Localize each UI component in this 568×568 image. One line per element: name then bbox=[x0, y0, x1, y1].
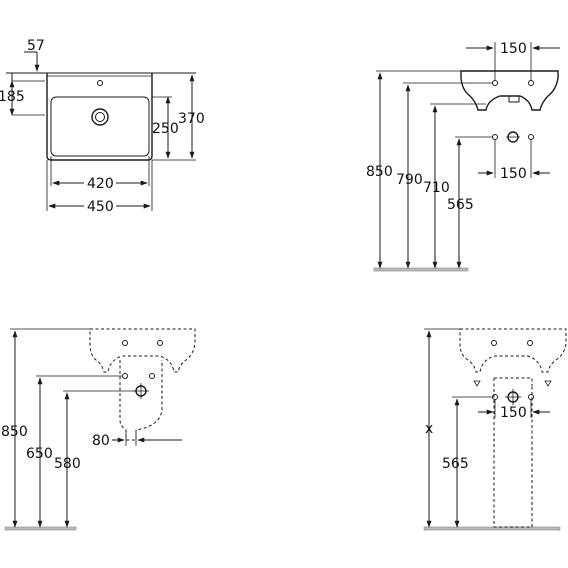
fixing-hole-left bbox=[492, 80, 498, 86]
fixing-hole-right bbox=[527, 340, 533, 346]
supply-point-right bbox=[149, 373, 155, 379]
dim-supply-height-label: 565 bbox=[442, 456, 469, 472]
top-view: 57 185 250 370 420 450 bbox=[0, 38, 205, 215]
arrow-down-icon bbox=[473, 380, 481, 387]
floor-line bbox=[373, 267, 469, 272]
fixing-hole-left bbox=[122, 340, 128, 346]
fixing-hole-right bbox=[528, 80, 534, 86]
front-view: 150 850 790 710 565 150 bbox=[366, 41, 560, 272]
floor-line bbox=[423, 526, 561, 531]
basin-front-outline bbox=[460, 70, 559, 111]
dim-rim-height-label: 850 bbox=[1, 424, 28, 440]
side-view: 850 650 580 80 bbox=[1, 328, 196, 531]
dim-fixing-height-label: 790 bbox=[396, 172, 423, 188]
dim-bowl-depth-label: 250 bbox=[152, 121, 179, 137]
dim-supply-height-label: 565 bbox=[447, 197, 474, 213]
bowl-outline bbox=[50, 96, 150, 157]
pedestal-top-outline bbox=[494, 377, 533, 386]
dim-supply-spacing-label: 150 bbox=[500, 405, 527, 421]
dim-rim-height-label: 850 bbox=[366, 164, 393, 180]
dim-variable-height-label: x bbox=[425, 421, 433, 437]
pedestal-outline bbox=[493, 378, 533, 528]
dim-fixing-spacing-label: 150 bbox=[500, 41, 527, 57]
fixing-hole-right bbox=[157, 340, 163, 346]
dim-waste-height-label: 710 bbox=[423, 180, 450, 196]
supply-point-right bbox=[528, 134, 534, 140]
drain-icon bbox=[91, 108, 109, 126]
waste-outlet-icon bbox=[505, 389, 521, 405]
basin-outline bbox=[46, 73, 153, 161]
supply-point-right bbox=[528, 394, 534, 400]
overflow-slot bbox=[508, 95, 520, 103]
basin-outline-dashed bbox=[459, 328, 567, 373]
dim-supply-spacing-label: 150 bbox=[500, 166, 527, 182]
semi-pedestal-outline bbox=[119, 360, 163, 441]
dim-projection-label: 80 bbox=[92, 433, 110, 449]
supply-point-left bbox=[122, 373, 128, 379]
dim-total-depth-label: 370 bbox=[178, 111, 205, 127]
arrow-down-icon bbox=[544, 380, 552, 387]
dim-fixing-height-label: 650 bbox=[26, 446, 53, 462]
supply-point-left bbox=[492, 394, 498, 400]
tap-hole bbox=[97, 80, 103, 86]
floor-line bbox=[4, 526, 77, 531]
pedestal-view: x 565 150 bbox=[423, 328, 567, 531]
supply-point-left bbox=[492, 134, 498, 140]
dim-waste-height-label: 580 bbox=[54, 456, 81, 472]
dim-overhang-label: 57 bbox=[27, 38, 45, 54]
basin-outline-dashed bbox=[89, 328, 196, 373]
dim-tap-depth-label: 185 bbox=[0, 89, 25, 105]
dim-bowl-width-label: 420 bbox=[87, 176, 114, 192]
fixing-hole-left bbox=[491, 340, 497, 346]
dim-total-width-label: 450 bbox=[87, 199, 114, 215]
